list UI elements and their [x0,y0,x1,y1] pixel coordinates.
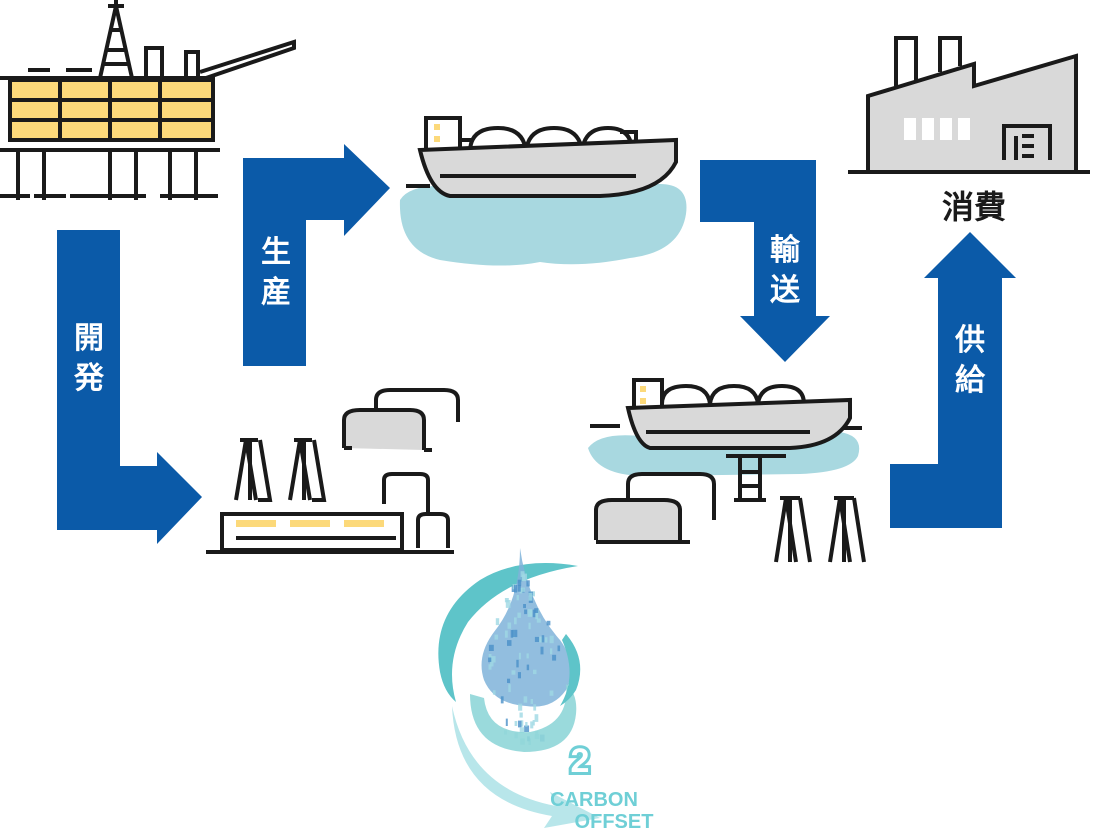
label-transport-1: 輸 [770,233,801,268]
speckle [536,618,541,623]
offset-text: OFFSET [575,811,654,833]
speckle [505,600,511,608]
speckle [552,654,557,661]
speckle [541,635,545,643]
speckle [516,595,519,601]
speckle [539,636,544,643]
carbon-offset-icon: 2 CARBON OFFSET [438,548,653,833]
speckle [549,690,554,696]
speckle [550,648,553,655]
speckle [523,604,526,609]
speckle [495,618,500,626]
speckle [524,609,528,615]
speckle [500,696,504,704]
speckle [507,622,512,629]
label-development-2: 発 [73,361,105,396]
speckle [519,712,523,718]
arrow-development [57,230,202,544]
speckle [523,696,528,703]
label-transport-2: 送 [770,273,800,308]
speckle [540,646,544,655]
speckle [488,664,492,670]
speckle [526,664,530,671]
speckle [530,699,533,704]
speckle [488,654,492,660]
speckle [532,720,535,726]
speckle [512,629,518,638]
speckle [488,644,494,651]
speckle [505,718,508,726]
label-supply-1: 供 [954,323,985,358]
speckle [532,609,536,618]
speckle [490,661,494,667]
speckle [528,592,533,601]
label-consumption: 消費 [942,188,1006,226]
label-production-2: 産 [261,275,291,310]
speckle [517,579,522,586]
speckle [528,622,531,630]
speckle [525,722,528,727]
speckle [530,721,534,729]
speckle [504,630,508,638]
speckle [504,598,509,603]
speckle [517,585,521,592]
lng-plant-icon [206,388,460,554]
speckle [526,580,530,587]
speckle [520,720,524,727]
co2-subscript: 2 [571,742,590,780]
speckle [518,720,522,728]
speckle [544,637,548,643]
offshore-platform-icon [0,0,296,200]
arrow-production [243,144,390,366]
speckle [522,574,526,582]
speckle [514,584,518,593]
speckle [488,657,492,663]
speckle [507,640,512,646]
speckle [507,678,511,683]
speckle [526,653,529,659]
speckle [514,721,518,726]
speckle [510,630,514,638]
arrow-supply [890,232,1016,528]
lng-tanker-icon [399,116,687,266]
speckle [517,612,521,618]
speckle [518,703,523,711]
speckle [492,690,496,695]
speckle [524,725,530,732]
arrow-transport [700,160,830,362]
speckle [494,634,499,640]
speckle [514,617,517,625]
speckle [533,704,537,711]
speckle [517,672,521,679]
speckle [519,727,525,733]
receiving-terminal-icon [588,378,866,563]
speckle [520,587,526,592]
factory-icon [848,36,1090,174]
label-production-1: 生 [261,235,291,270]
speckle [527,609,533,617]
speckle [534,636,540,642]
speckle [549,635,554,644]
speckle [533,669,537,675]
speckle [508,684,511,693]
speckle [491,656,496,663]
label-supply-2: 給 [955,363,986,398]
speckle [546,620,551,626]
speckle [512,584,516,590]
speckle [516,659,519,668]
speckle [557,645,561,652]
speckle [534,608,539,613]
carbon-text: CARBON [550,789,638,811]
speckle [518,652,521,660]
speckle [535,612,539,620]
speckle [511,670,516,675]
speckle [534,714,539,722]
label-development-1: 開 [74,321,104,356]
